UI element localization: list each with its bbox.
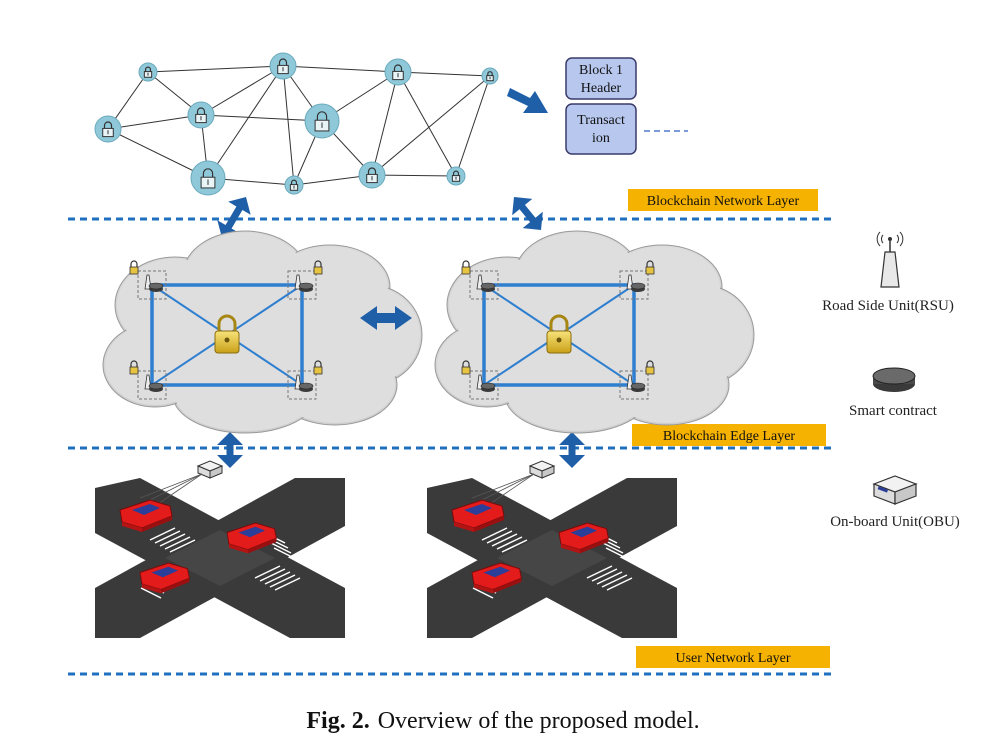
legend-rsu-label: Road Side Unit(RSU) bbox=[822, 298, 954, 314]
block-tx-line2: ion bbox=[592, 131, 610, 146]
legend-obu-label: On-board Unit(OBU) bbox=[830, 514, 960, 530]
block-diagram: Block 1 Header Transact ion bbox=[565, 57, 688, 155]
padlock-icon bbox=[129, 260, 139, 275]
block-transaction-box bbox=[565, 103, 637, 155]
lock-node-icon bbox=[187, 101, 215, 129]
rsu-antenna-icon bbox=[287, 370, 317, 400]
padlock-icon bbox=[461, 360, 471, 375]
legend: Road Side Unit(RSU) Smart contract On-bo… bbox=[822, 231, 960, 530]
rsu-antenna-icon bbox=[469, 370, 499, 400]
smart-contract-icon bbox=[872, 367, 916, 392]
lock-node-icon bbox=[358, 161, 386, 189]
layer-link-arrows bbox=[217, 197, 585, 468]
block-header-line1: Block 1 bbox=[579, 63, 623, 78]
rsu-antenna-icon bbox=[287, 270, 317, 300]
rsu-antenna-icon bbox=[619, 270, 649, 300]
car-icon bbox=[139, 562, 190, 594]
rsu-antenna-icon bbox=[137, 370, 167, 400]
padlock-icon bbox=[546, 314, 572, 354]
diagram-canvas: Block 1 Header Transact ion Blockchain N… bbox=[68, 52, 960, 676]
rsu-antenna-icon bbox=[876, 231, 904, 288]
edge-cloud-right bbox=[434, 230, 755, 434]
obu-device-icon bbox=[872, 475, 918, 505]
lock-node-icon bbox=[190, 160, 226, 196]
svg-text:Blockchain Edge Layer: Blockchain Edge Layer bbox=[663, 429, 796, 444]
user-layer-label: User Network Layer bbox=[636, 646, 830, 668]
padlock-icon bbox=[645, 360, 655, 375]
figure-caption: Fig. 2. Overview of the proposed model. bbox=[0, 708, 1006, 735]
obu-device-icon bbox=[196, 460, 224, 479]
legend-smart-contract-label: Smart contract bbox=[849, 403, 938, 419]
block-header-line2: Header bbox=[581, 81, 622, 96]
padlock-icon bbox=[313, 360, 323, 375]
car-icon bbox=[451, 499, 505, 532]
rsu-antenna-icon bbox=[469, 270, 499, 300]
lock-node-icon bbox=[138, 62, 158, 82]
edge-layer-label: Blockchain Edge Layer bbox=[632, 424, 826, 446]
intersection-right bbox=[427, 460, 677, 638]
padlock-icon bbox=[313, 260, 323, 275]
lock-node-icon bbox=[284, 175, 304, 195]
caption-text: Overview of the proposed model. bbox=[377, 708, 700, 734]
rsu-antenna-icon bbox=[619, 370, 649, 400]
car-icon bbox=[226, 522, 277, 554]
svg-text:Blockchain Network Layer: Blockchain Network Layer bbox=[647, 194, 800, 209]
block-header-box bbox=[565, 57, 637, 100]
caption-label: Fig. 2. bbox=[306, 708, 370, 734]
lock-node-icon bbox=[481, 67, 499, 85]
block-tx-line1: Transact bbox=[577, 113, 625, 128]
intersection-left bbox=[95, 460, 345, 638]
padlock-icon bbox=[645, 260, 655, 275]
lock-node-icon bbox=[269, 52, 297, 80]
lock-node-icon bbox=[304, 103, 340, 139]
block-arrow bbox=[507, 88, 548, 113]
lock-node-icon bbox=[384, 58, 412, 86]
lock-node-icon bbox=[94, 115, 122, 143]
svg-text:User Network Layer: User Network Layer bbox=[675, 651, 790, 666]
rsu-antenna-icon bbox=[137, 270, 167, 300]
blockchain-network-mesh bbox=[107, 65, 491, 186]
network-layer-label: Blockchain Network Layer bbox=[628, 189, 818, 211]
padlock-icon bbox=[214, 314, 240, 354]
blockchain-nodes bbox=[94, 52, 499, 196]
lock-node-icon bbox=[446, 166, 466, 186]
padlock-icon bbox=[461, 260, 471, 275]
cloud-link-arrow bbox=[360, 306, 412, 330]
car-icon bbox=[558, 522, 609, 554]
car-icon bbox=[119, 499, 173, 532]
edge-cloud-left bbox=[102, 230, 423, 434]
car-icon bbox=[471, 562, 522, 594]
obu-device-icon bbox=[528, 460, 556, 479]
padlock-icon bbox=[129, 360, 139, 375]
